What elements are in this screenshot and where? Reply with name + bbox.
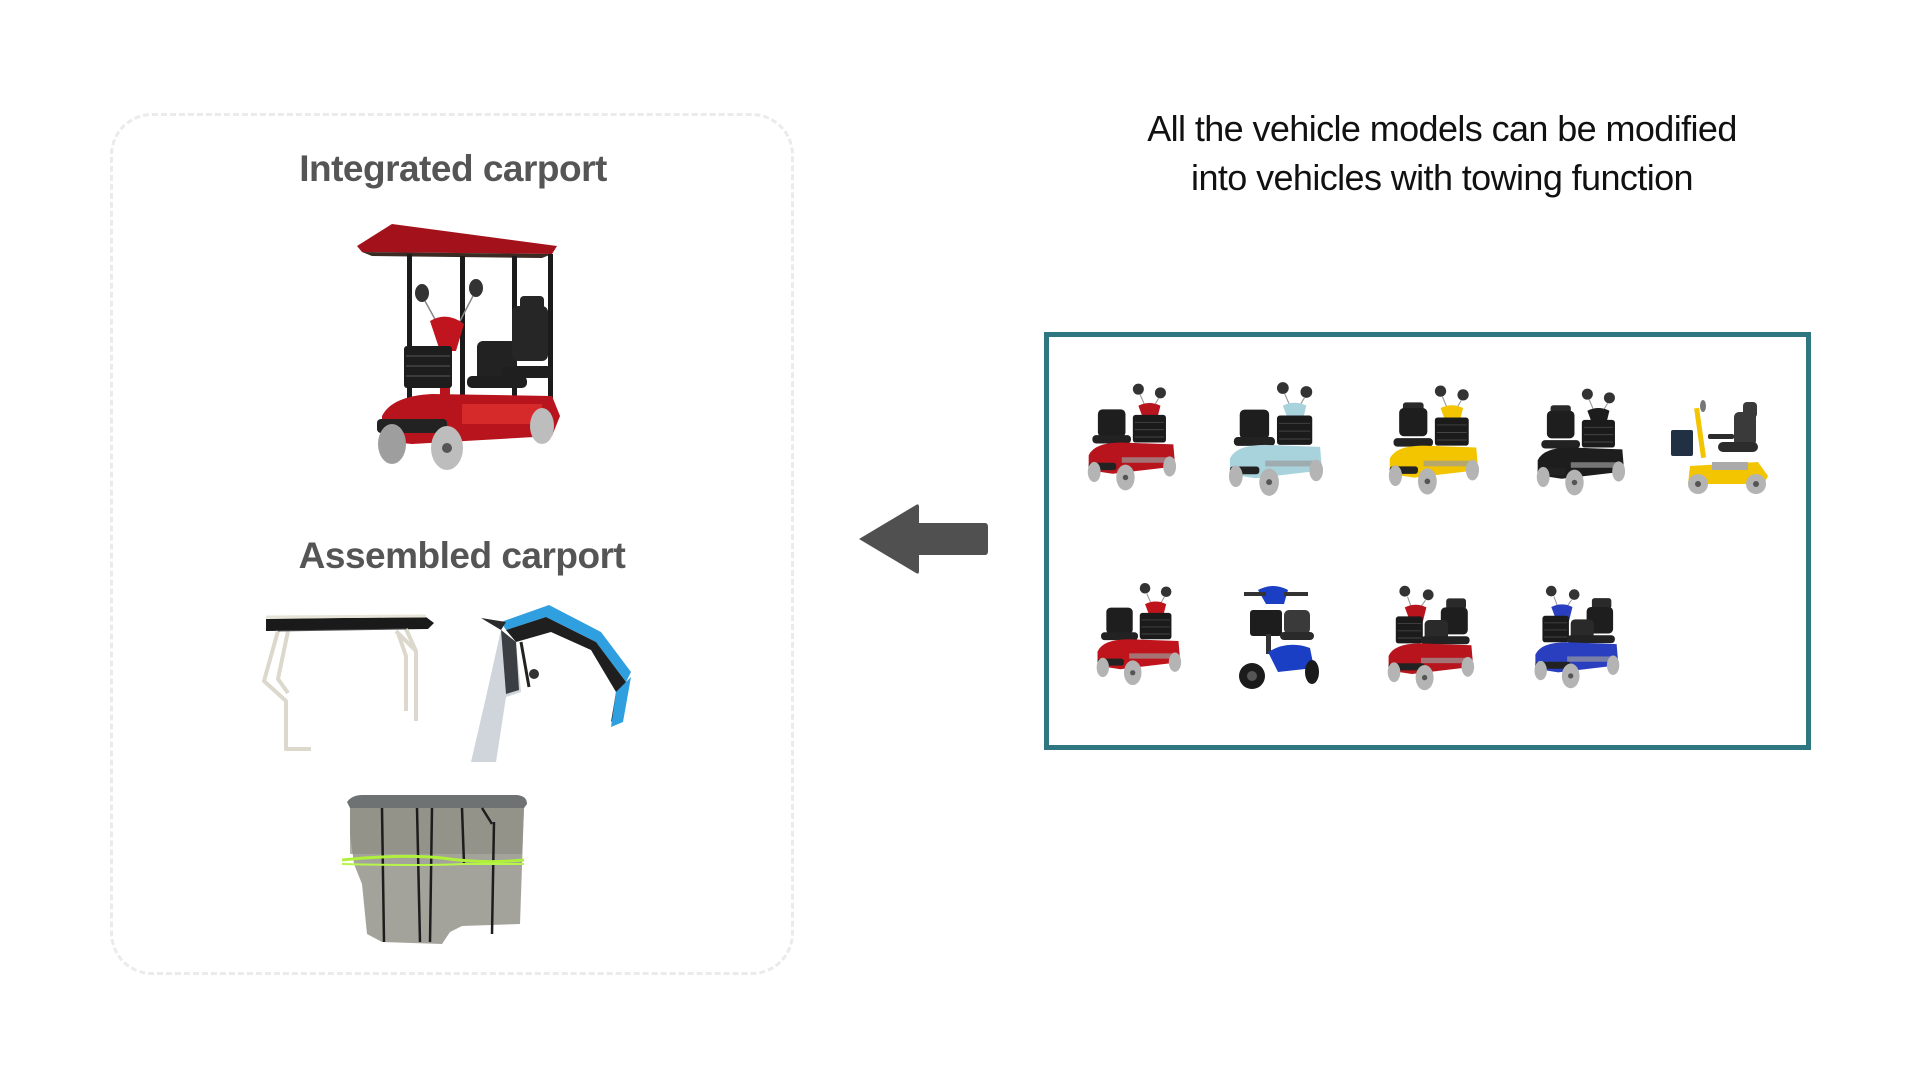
light-blue-4-wheel-scooter-icon bbox=[1228, 382, 1324, 496]
black-4-wheel-scooter-image bbox=[1534, 386, 1626, 498]
blue-canopy-frame-icon bbox=[471, 605, 631, 762]
yellow-4-wheel-scooter-icon bbox=[1388, 385, 1480, 495]
black-4-wheel-scooter-icon bbox=[1536, 388, 1626, 496]
blue-3-wheel-scooter-image bbox=[1238, 582, 1320, 694]
yellow-4-wheel-scooter-image bbox=[1386, 382, 1480, 498]
red-double-seat-scooter-image bbox=[1378, 584, 1482, 692]
integrated-carport-title: Integrated carport bbox=[299, 148, 607, 189]
transparent-enclosure-icon bbox=[342, 795, 527, 944]
carport-options-panel bbox=[110, 113, 794, 975]
arrow-left-icon bbox=[855, 500, 995, 578]
transparent-enclosure-image bbox=[342, 794, 532, 946]
light-blue-4-wheel-scooter-image bbox=[1226, 380, 1324, 498]
blue-3-wheel-scooter-icon bbox=[1239, 586, 1319, 689]
white-frame-canopy-image bbox=[256, 611, 436, 753]
red-4-wheel-scooter-image bbox=[1085, 378, 1177, 496]
red-4-wheel-scooter-icon bbox=[1087, 383, 1177, 491]
red-compact-scooter-icon bbox=[1096, 582, 1182, 686]
integrated-carport-image bbox=[352, 216, 560, 470]
white-frame-canopy-icon bbox=[262, 614, 434, 751]
caption-line-2: into vehicles with towing function bbox=[1191, 157, 1693, 198]
red-compact-scooter-image bbox=[1094, 574, 1182, 694]
towing-caption: All the vehicle models can be modified i… bbox=[1147, 104, 1737, 202]
assembled-carport-title: Assembled carport bbox=[298, 535, 626, 576]
caption-line-1: All the vehicle models can be modified bbox=[1147, 108, 1737, 149]
red-double-seat-scooter-icon bbox=[1387, 585, 1475, 691]
blue-double-seat-scooter-icon bbox=[1534, 585, 1620, 689]
blue-canopy-frame-image bbox=[471, 602, 639, 764]
yellow-side-view-scooter-image bbox=[1668, 396, 1776, 496]
blue-double-seat-scooter-image bbox=[1526, 584, 1626, 690]
red-scooter-with-integrated-canopy-icon bbox=[357, 224, 560, 470]
yellow-side-view-scooter-icon bbox=[1671, 400, 1768, 494]
